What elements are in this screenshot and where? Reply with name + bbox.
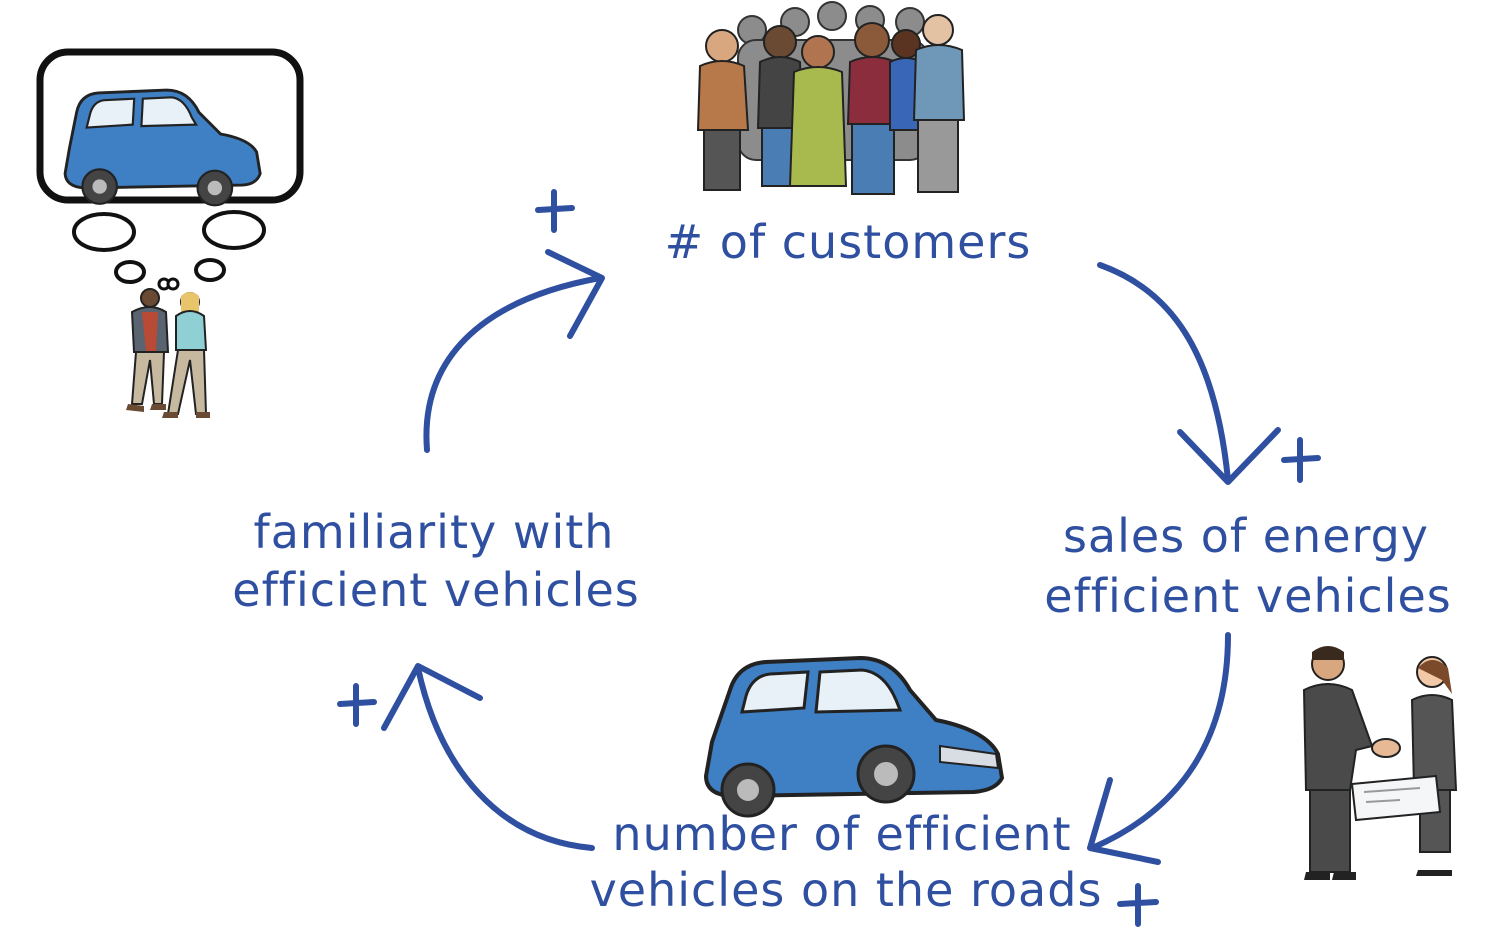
node-familiarity-line-1: familiarity with xyxy=(254,505,615,559)
polarity-plus-icon xyxy=(1281,437,1321,483)
arrow-familiarity-to-customers xyxy=(423,249,605,453)
arrow-roads-to-familiarity xyxy=(381,663,595,851)
polarity-plus-icon xyxy=(535,189,575,233)
polarity-plus-icon xyxy=(1117,883,1159,927)
blue-car-icon xyxy=(703,655,1005,818)
node-sales-line-1: sales of energy xyxy=(1063,509,1429,563)
node-sales-line-2: efficient vehicles xyxy=(1044,569,1451,623)
crowd-of-customers-icon xyxy=(696,1,966,195)
node-roads-line-2: vehicles on the roads xyxy=(590,863,1103,917)
node-familiarity-line-2: efficient vehicles xyxy=(232,563,639,617)
business-handshake-icon xyxy=(1302,646,1458,880)
arrow-sales-to-roads xyxy=(1087,632,1231,865)
thought-bubble-car-icon xyxy=(36,48,304,291)
polarity-plus-icon xyxy=(337,683,377,727)
arrow-customers-to-sales xyxy=(1097,262,1281,485)
node-customers: # of customers xyxy=(665,215,1032,269)
walking-couple-icon xyxy=(126,288,210,418)
node-roads-line-1: number of efficient xyxy=(612,807,1071,861)
